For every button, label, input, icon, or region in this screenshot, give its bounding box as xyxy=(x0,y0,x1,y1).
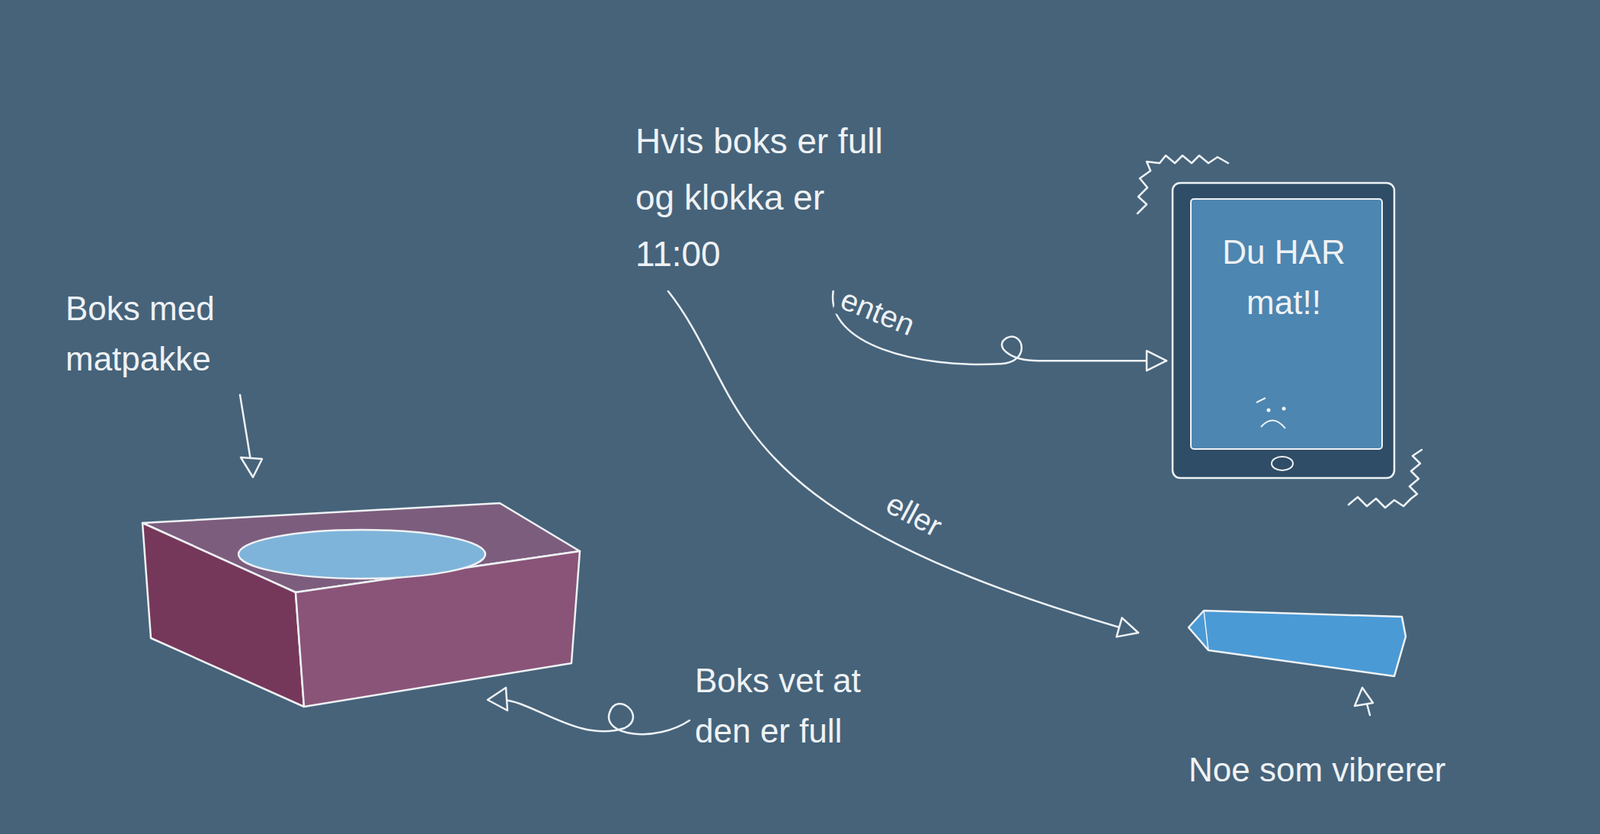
arrow-head xyxy=(1116,617,1139,637)
leader-line xyxy=(502,699,690,734)
edge-label: enten xyxy=(832,279,925,344)
note-label: Boks vet at den er full xyxy=(694,655,924,756)
edge-label: eller xyxy=(876,483,951,546)
lunch xyxy=(238,529,486,579)
node-text: Noe som vibrerer xyxy=(1188,744,1446,795)
leader-line xyxy=(240,394,252,465)
vibrator-shape xyxy=(1142,605,1585,690)
phone-shape xyxy=(1171,181,1397,480)
phone-node: Du HAR mat!! xyxy=(1171,181,1397,480)
arrow-head xyxy=(487,687,508,711)
connector xyxy=(668,291,1139,637)
vibrator-node: Noe som vibrerer xyxy=(1142,605,1585,823)
arrow-head xyxy=(1354,687,1373,706)
arrow-head xyxy=(240,457,263,477)
arrow-head xyxy=(1146,350,1167,371)
condition-node: Hvis boks er full og klokka er 11:00 xyxy=(624,106,915,288)
node-text: Hvis boks er full og klokka er 11:00 xyxy=(635,112,904,282)
node-text: Du HAR mat!! xyxy=(1216,227,1351,328)
caption-label: Boks med matpakke xyxy=(65,283,340,384)
